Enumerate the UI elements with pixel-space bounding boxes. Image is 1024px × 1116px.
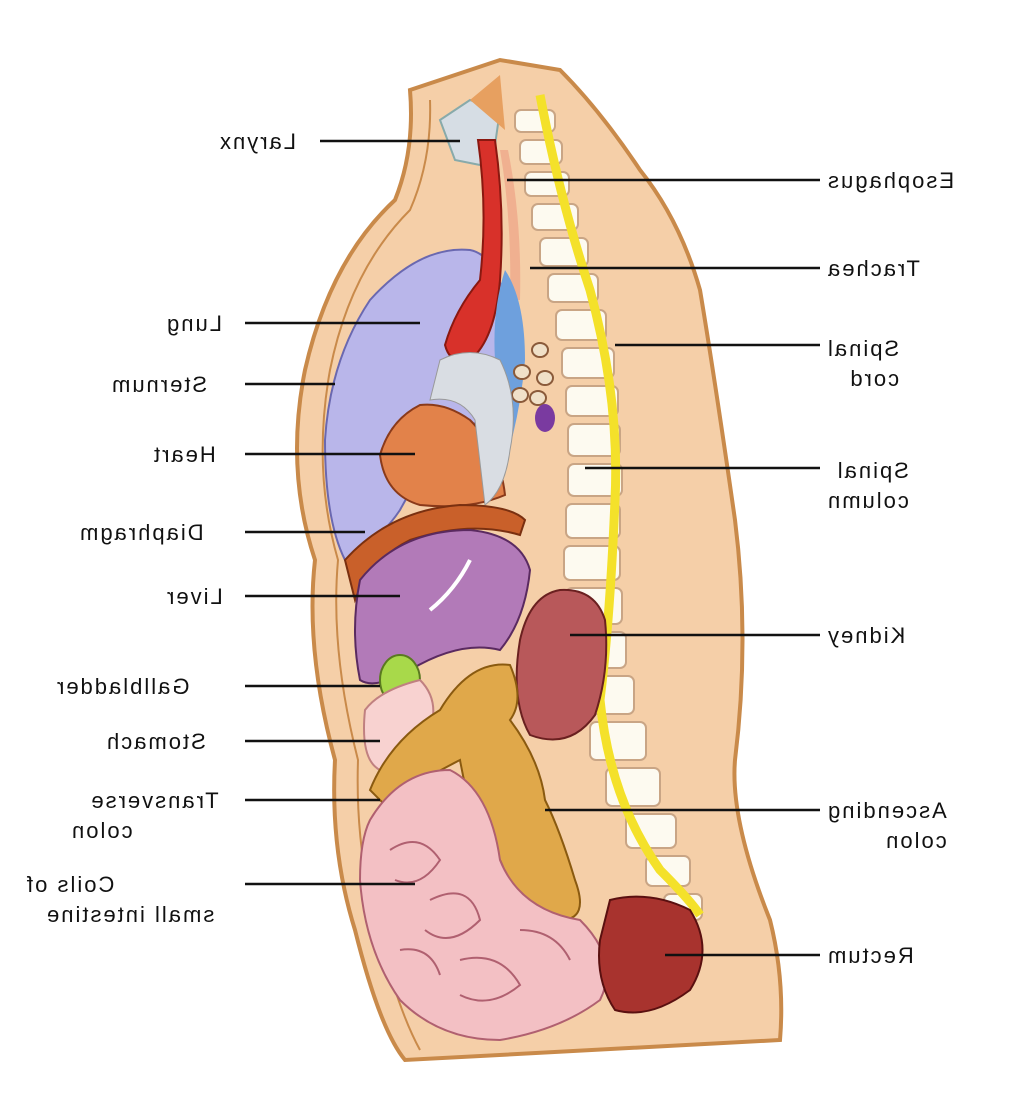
label-spinal-cord: Spinal cord — [826, 334, 899, 394]
label-esophagus: Esophagus — [826, 166, 954, 196]
label-transverse-colon: Transverse colon — [70, 786, 219, 846]
label-sternum: Sternum — [110, 370, 207, 400]
label-spinal-column: Spinal column — [826, 456, 909, 516]
kidney — [517, 590, 607, 740]
label-larynx: Larynx — [218, 127, 296, 157]
label-heart: Heart — [152, 440, 216, 470]
label-stomach: Stomach — [105, 727, 206, 757]
label-ascending-colon: Ascending colon — [826, 796, 947, 856]
label-kidney: Kidney — [826, 621, 905, 651]
label-gallbladder: Gallbladder — [55, 672, 190, 702]
label-rectum: Rectum — [826, 941, 914, 971]
label-liver: Liver — [165, 582, 223, 612]
label-trachea: Trachea — [826, 254, 920, 284]
purple-node — [535, 404, 555, 432]
label-diaphragm: Diaphragm — [78, 518, 204, 548]
label-lung: Lung — [165, 309, 222, 339]
label-small-intestine: Coils of small intestine — [25, 870, 214, 930]
